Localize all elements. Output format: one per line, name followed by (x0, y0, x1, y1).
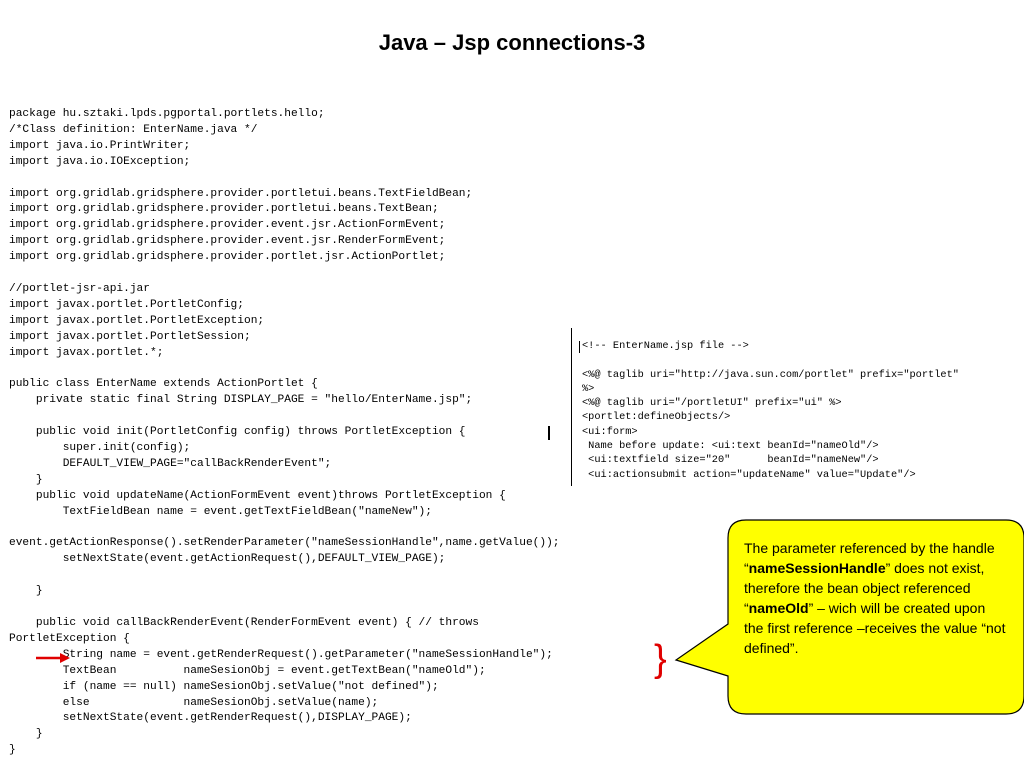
callout-bean-name: nameOld (748, 600, 809, 616)
jsp-code-listing: <!-- EnterName.jsp file --> <%@ taglib u… (582, 340, 959, 481)
java-code-listing: package hu.sztaki.lpds.pgportal.portlets… (9, 108, 560, 757)
jsp-text-cursor (579, 341, 580, 353)
jsp-block-divider (571, 328, 572, 486)
slide-title: Java – Jsp connections-3 (378, 30, 646, 55)
callout-handle-name: nameSessionHandle (748, 560, 886, 576)
callout-text: The parameter referenced by the handle “… (744, 540, 1006, 656)
red-brace-icon: } (654, 638, 667, 680)
text-cursor (548, 426, 550, 440)
